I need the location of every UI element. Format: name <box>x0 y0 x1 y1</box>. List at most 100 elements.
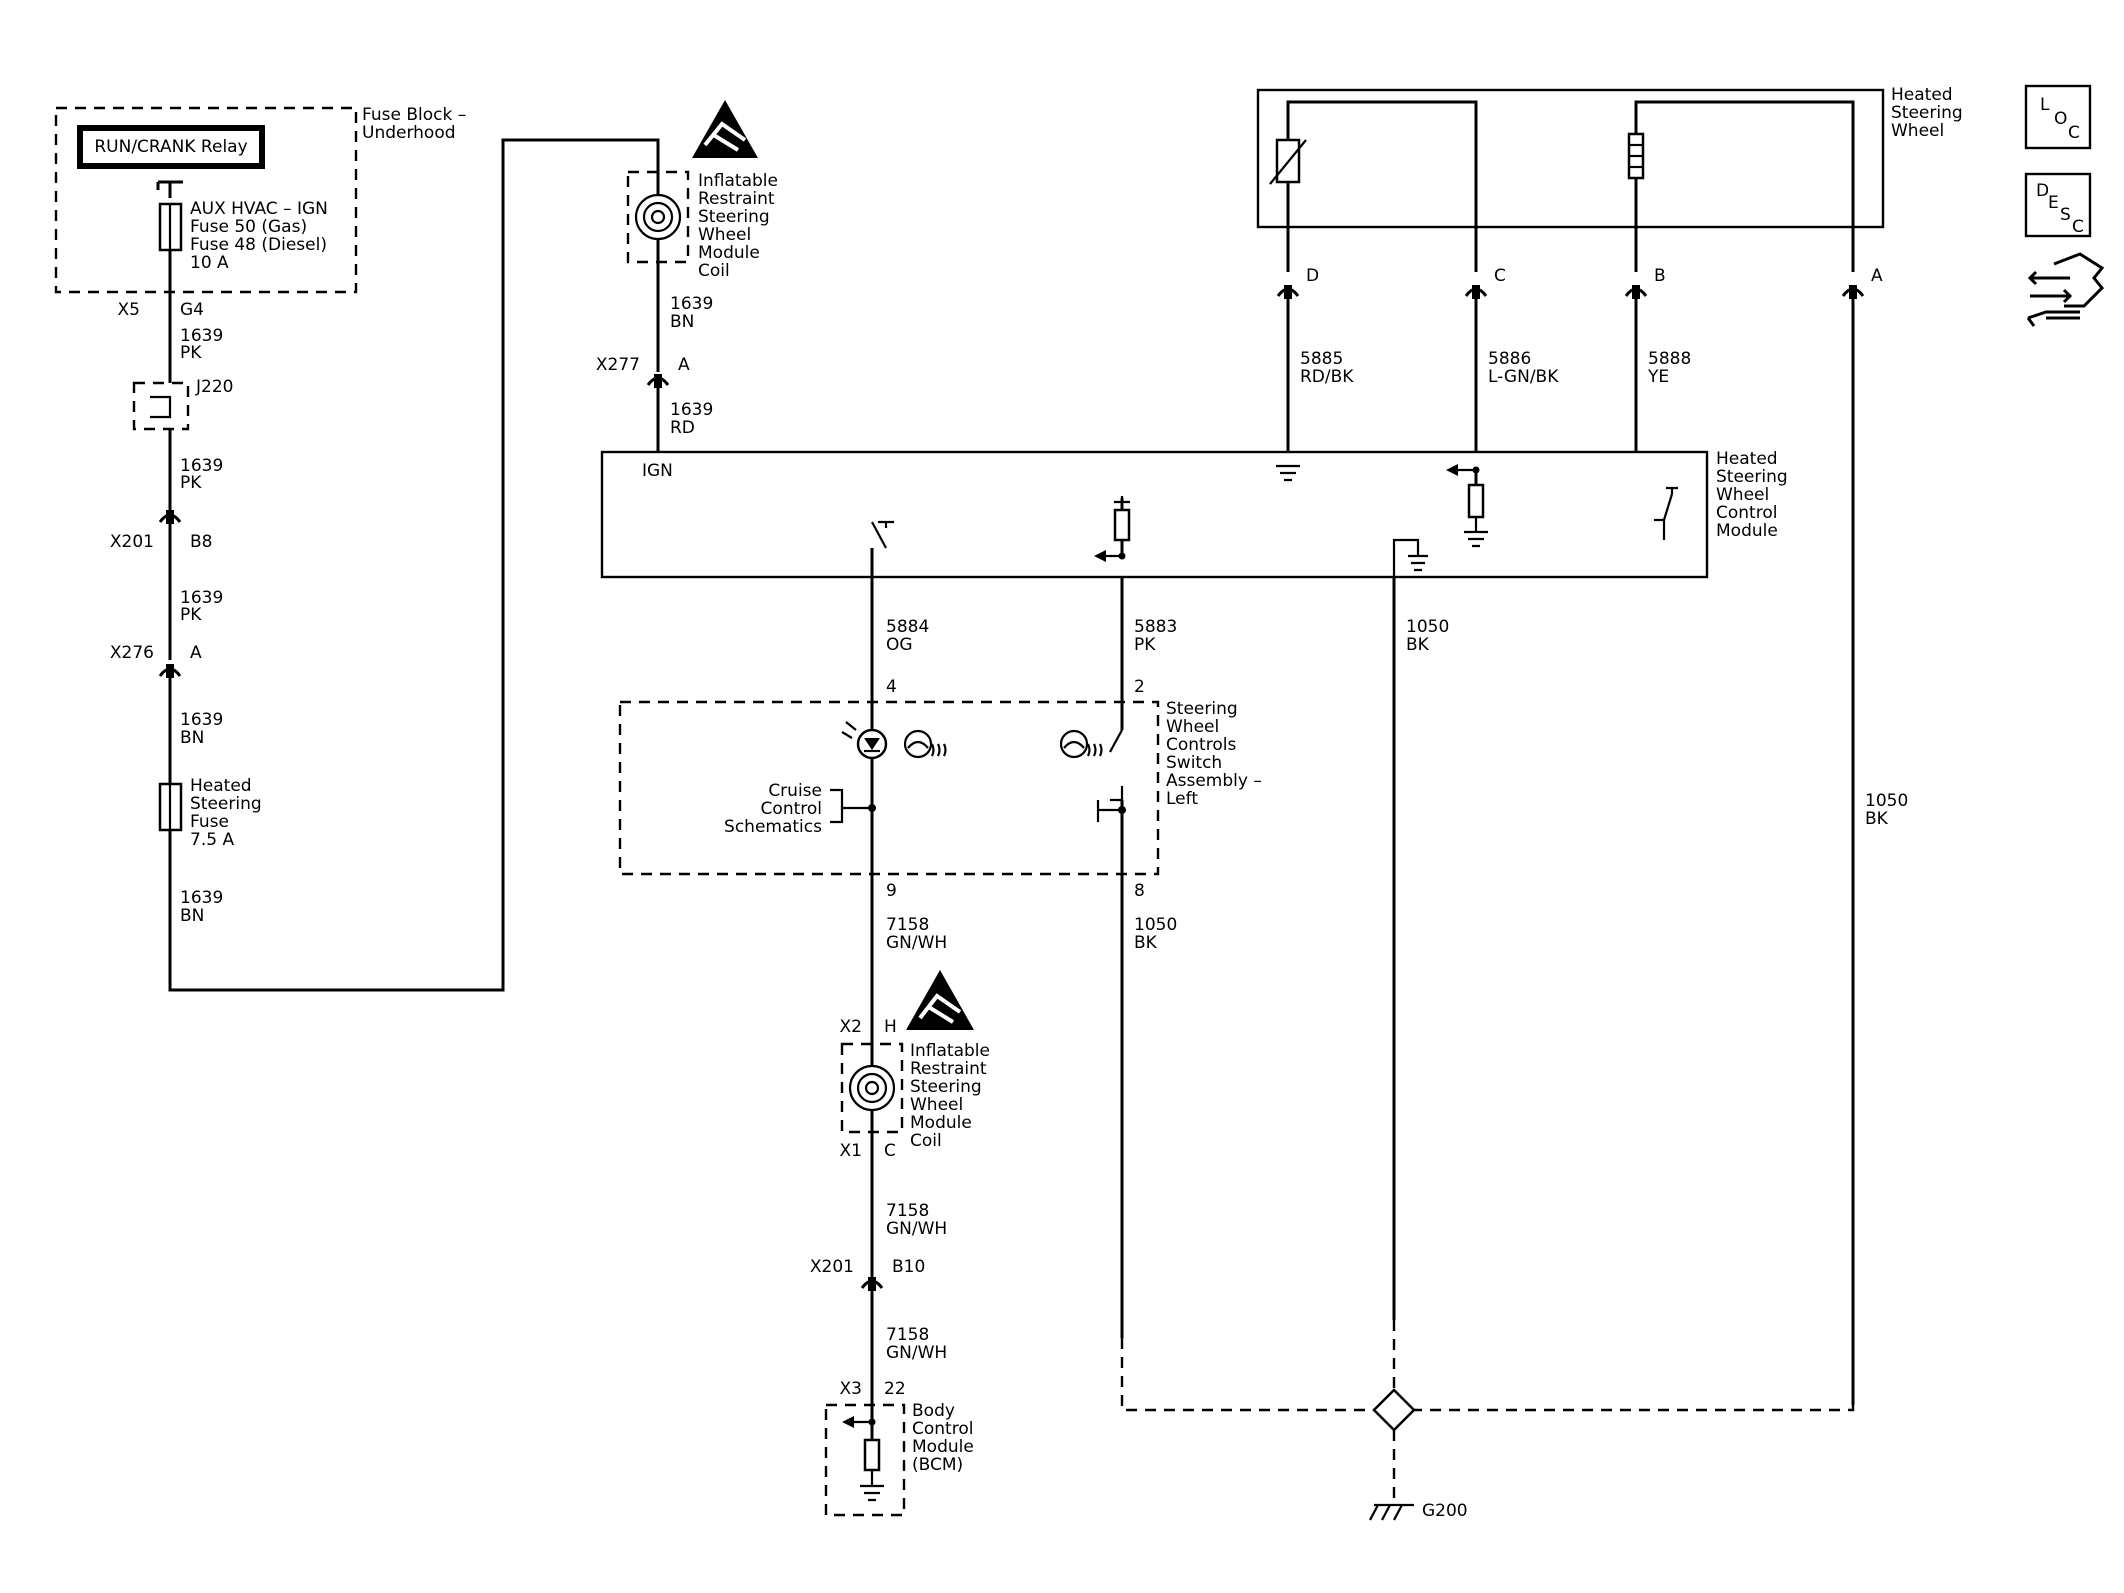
coil-wire-out-color: RD <box>670 418 695 438</box>
bottom-coil-label-3: Steering <box>910 1077 982 1097</box>
body-control-module: X3 22 Body Control Module (BCM) <box>824 1379 974 1517</box>
heated-wheel-switch-icon[interactable] <box>1109 726 1124 808</box>
cruise-label-2: Control <box>761 799 822 819</box>
module-switch-b-icon <box>1654 486 1678 540</box>
switch-label-6: Left <box>1166 789 1198 809</box>
g200-label: G200 <box>1422 1501 1468 1521</box>
b10-pin-label: B10 <box>892 1257 925 1277</box>
cruise-bracket <box>830 788 872 824</box>
seg1-color: PK <box>180 343 202 363</box>
heated-wheel-label-3: Wheel <box>1891 121 1944 141</box>
wire-out-right-color: BK <box>1134 933 1158 953</box>
wire-5888-color: YE <box>1647 367 1669 387</box>
relay-label: RUN/CRANK Relay <box>94 137 247 157</box>
seg5-circuit: 1639 <box>180 888 223 908</box>
top-coil-label-2: Restraint <box>698 189 775 209</box>
coil-spiral-icon <box>634 193 682 241</box>
run-crank-relay-box[interactable] <box>77 125 265 169</box>
bcm-label-4: (BCM) <box>912 1455 963 1475</box>
loc-icon[interactable]: L O C <box>2024 84 2092 150</box>
wire-pk-color: PK <box>1134 635 1156 655</box>
desc-icon[interactable]: D E S C <box>2024 172 2092 238</box>
ground-bus-dashed[interactable] <box>1120 1338 1855 1412</box>
heated-steering-wheel: Heated Steering Wheel D C B A <box>1256 85 1963 1405</box>
wire-a-color: BK <box>1865 809 1889 829</box>
left-wire-1639[interactable]: X5 G4 1639 PK J220 1639 PK X201 B8 1639 … <box>110 138 660 992</box>
b8-pin-label: B8 <box>190 532 212 552</box>
bcm-ground-icon <box>860 1470 884 1502</box>
wire-1639-bn-lower[interactable] <box>168 138 660 992</box>
chassis-ground-icon <box>1369 1503 1414 1521</box>
loc-letter-o: O <box>2054 109 2067 129</box>
pin-a-label: A <box>1871 266 1883 286</box>
pin-4-label: 4 <box>886 677 897 697</box>
heated-wheel-button-symbol-icon <box>1059 729 1103 759</box>
j220-splice-icon <box>150 395 172 419</box>
heated-wheel-label-1: Heated <box>1891 85 1953 105</box>
j220-label: J220 <box>195 377 233 397</box>
module-switch-5884-icon <box>871 520 894 549</box>
bcm-box[interactable] <box>824 1403 906 1517</box>
wire-a-circuit: 1050 <box>1865 791 1908 811</box>
top-coil-label-4: Wheel <box>698 225 751 245</box>
led-light-rays <box>841 721 857 739</box>
bottom-coil-box[interactable] <box>840 1042 904 1134</box>
cruise-label-1: Cruise <box>768 781 822 801</box>
module-resistor-5883-icon <box>1113 508 1131 542</box>
wire-out-left-circuit: 7158 <box>886 915 929 935</box>
seg2-circuit: 1639 <box>180 456 223 476</box>
fuse-label-4: 10 A <box>190 253 229 273</box>
desc-letter-d: D <box>2036 181 2049 201</box>
bottom-wire2-circuit: 7158 <box>886 1325 929 1345</box>
module-label-5: Module <box>1716 521 1778 541</box>
pin-b-connector[interactable]: B <box>1624 266 1666 299</box>
heated-wheel-box[interactable] <box>1256 88 1885 229</box>
connector-end-view-icon[interactable] <box>2026 252 2105 327</box>
coil-wire-in-color: BN <box>670 312 694 332</box>
heated-wheel-label-2: Steering <box>1891 103 1963 123</box>
bottom-coil-label-2: Restraint <box>910 1059 987 1079</box>
module-label-4: Control <box>1716 503 1777 523</box>
bottom-wire2-color: GN/WH <box>886 1343 947 1363</box>
module-label-1: Heated <box>1716 449 1778 469</box>
desc-letter-s: S <box>2060 205 2071 225</box>
switch-assembly-box[interactable] <box>618 700 1160 876</box>
x1-pin-label: C <box>884 1141 896 1161</box>
j220-splice-box[interactable] <box>132 381 190 431</box>
pin-d-connector[interactable]: D <box>1276 266 1319 299</box>
wire-gnd-color: BK <box>1406 635 1430 655</box>
seg4-color: BN <box>180 728 204 748</box>
x201-b8-pin <box>166 510 174 524</box>
airbag-warning-icon <box>692 100 758 158</box>
fuse2-label-1: Heated <box>190 776 252 796</box>
g4-pin-label: G4 <box>180 300 204 320</box>
fuse-label-3: Fuse 48 (Diesel) <box>190 235 327 255</box>
top-coil-label-6: Coil <box>698 261 730 281</box>
thermistor-loop <box>1286 100 1478 272</box>
desc-letter-e: E <box>2048 193 2059 213</box>
x5-connector-label: X5 <box>118 300 140 320</box>
fuse-block-title-2: Underhood <box>362 123 456 143</box>
bcm-input-arrow-icon <box>842 1416 854 1428</box>
x2-label: X2 <box>840 1017 862 1037</box>
ground-splice-diamond-icon[interactable] <box>1372 1388 1416 1432</box>
pin-a-connector[interactable]: A <box>1841 266 1883 299</box>
pin-9-label: 9 <box>886 881 897 901</box>
ground-g200: G200 <box>1120 1320 1855 1521</box>
wire-og-circuit: 5884 <box>886 617 929 637</box>
steering-wheel-controls-switch-assembly: 4 2 9 8 Steering Wheel Controls Switch A… <box>618 677 1262 901</box>
x276-label: X276 <box>110 643 154 663</box>
control-module-box[interactable] <box>600 450 1709 579</box>
bcm-label-3: Module <box>912 1437 974 1457</box>
bottom-coil-label-6: Coil <box>910 1131 942 1151</box>
bottom-wire1-color: GN/WH <box>886 1219 947 1239</box>
fuse-label-2: Fuse 50 (Gas) <box>190 217 307 237</box>
pin-c-connector[interactable]: C <box>1464 266 1506 299</box>
x276-pin-label: A <box>190 643 202 663</box>
switch-label-3: Controls <box>1166 735 1236 755</box>
coil-wire-out-circuit: 1639 <box>670 400 713 420</box>
module-label-3: Wheel <box>1716 485 1769 505</box>
wire-out-right-circuit: 1050 <box>1134 915 1177 935</box>
bottom-coil-label-4: Wheel <box>910 1095 963 1115</box>
